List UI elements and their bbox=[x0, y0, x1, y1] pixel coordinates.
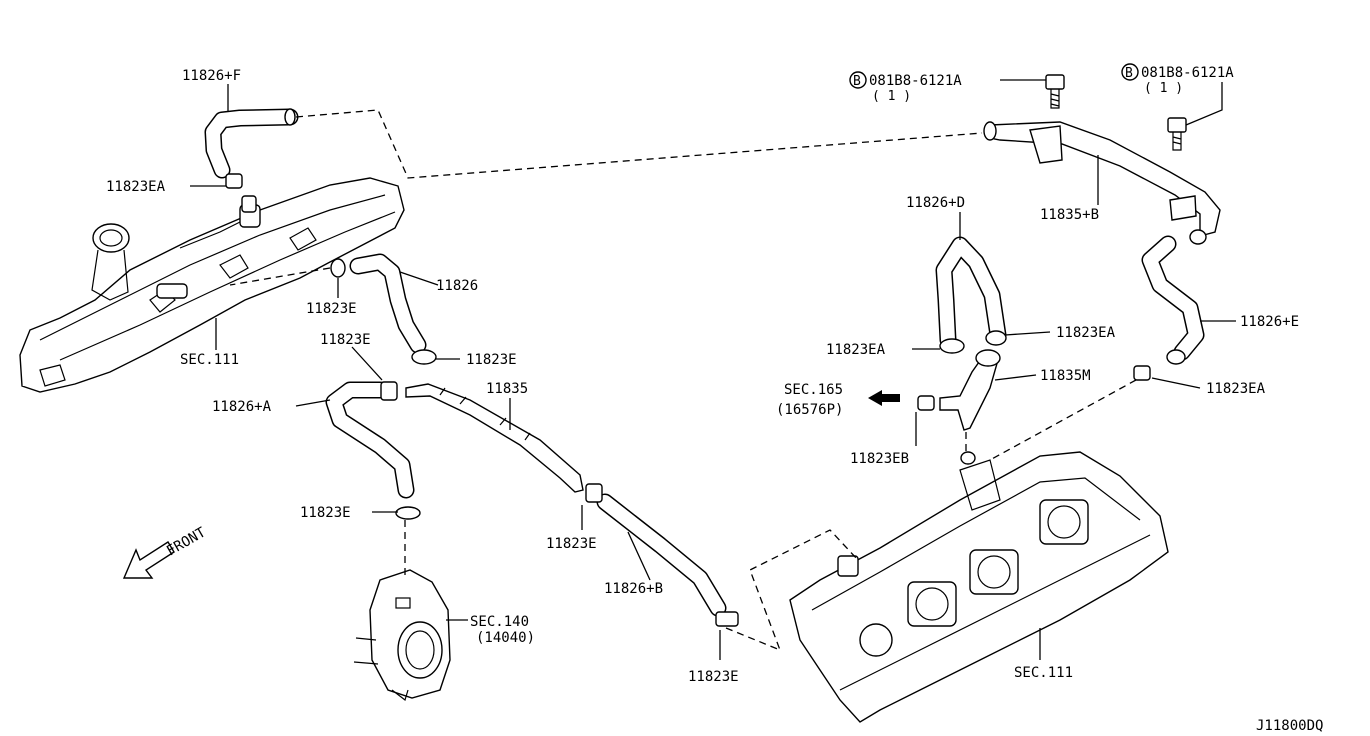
bolt-symbol-1-icon bbox=[849, 71, 867, 89]
label-clamp-e-center: 11823E bbox=[546, 536, 597, 552]
diagram-code: J11800DQ bbox=[1256, 718, 1323, 734]
right-rocker-cover bbox=[789, 451, 1169, 723]
throttle-body-sec140 bbox=[353, 569, 451, 702]
label-sec111-left: SEC.111 bbox=[180, 352, 239, 368]
hose-11826-d bbox=[935, 236, 1007, 354]
label-clamp-e-lower: 11823E bbox=[300, 505, 351, 521]
label-sec140-ref: (14040) bbox=[476, 630, 535, 646]
hose-11826-f bbox=[204, 108, 299, 179]
tube-11835-b bbox=[983, 121, 1221, 245]
label-sec165: SEC.165 bbox=[784, 382, 843, 398]
label-bolt1-part: 081B8-6121A bbox=[869, 73, 962, 89]
label-clamp-e-top: 11823E bbox=[306, 301, 357, 317]
label-bolt-symbol-2: B bbox=[1125, 66, 1133, 81]
leader-lines bbox=[190, 79, 1236, 660]
label-hose-f: 11826+F bbox=[182, 68, 241, 84]
tube-11835m bbox=[917, 349, 1001, 465]
label-bolt1-qty: ( 1 ) bbox=[872, 89, 911, 104]
label-tube-11835: 11835 bbox=[486, 381, 528, 397]
tube-11835 bbox=[405, 383, 584, 493]
label-bolt2-part: 081B8-6121A bbox=[1141, 65, 1234, 81]
label-clamp-ea-left: 11823EA bbox=[106, 179, 166, 195]
bolt-2 bbox=[1167, 117, 1187, 151]
label-tube-m: 11835M bbox=[1040, 368, 1091, 384]
label-clamp-e-bottom: 11823E bbox=[688, 669, 739, 685]
label-hose-e: 11826+E bbox=[1240, 314, 1299, 330]
label-hose-d: 11826+D bbox=[906, 195, 965, 211]
bolt-symbol-2-icon bbox=[1121, 63, 1139, 81]
front-arrow-icon bbox=[122, 541, 175, 579]
bolt-1 bbox=[1045, 74, 1065, 109]
label-hose-b: 11826+B bbox=[604, 581, 663, 597]
label-hose-plain: 11826 bbox=[436, 278, 478, 294]
label-clamp-ea-r3: 11823EA bbox=[1206, 381, 1266, 397]
label-hose-a: 11826+A bbox=[212, 399, 272, 415]
label-front: FRONT bbox=[164, 524, 209, 559]
hose-11826-e bbox=[1133, 235, 1205, 381]
dashed-connection-lines bbox=[229, 109, 1137, 652]
label-sec111-right: SEC.111 bbox=[1014, 665, 1073, 681]
arrow-sec165 bbox=[868, 390, 900, 406]
label-tube-b: 11835+B bbox=[1040, 207, 1099, 223]
hose-11826-a bbox=[325, 381, 421, 520]
label-clamp-e-right: 11823E bbox=[466, 352, 517, 368]
hose-11826 bbox=[330, 253, 437, 365]
label-sec165-ref: (16576P) bbox=[776, 402, 843, 418]
clamp-11823ea-left bbox=[225, 173, 257, 213]
left-rocker-cover bbox=[19, 177, 405, 393]
labels: 11826+F 11823EA 11823E 11826 SEC.111 118… bbox=[106, 63, 1323, 734]
label-sec140: SEC.140 bbox=[470, 614, 529, 630]
label-clamp-ea-r1: 11823EA bbox=[826, 342, 886, 358]
label-bolt-symbol-1: B bbox=[853, 74, 861, 89]
label-clamp-e-mid: 11823E bbox=[320, 332, 371, 348]
hose-11826-b bbox=[585, 483, 739, 627]
label-bolt2-qty: ( 1 ) bbox=[1144, 81, 1183, 96]
label-clamp-eb: 11823EB bbox=[850, 451, 909, 467]
label-clamp-ea-r2: 11823EA bbox=[1056, 325, 1116, 341]
